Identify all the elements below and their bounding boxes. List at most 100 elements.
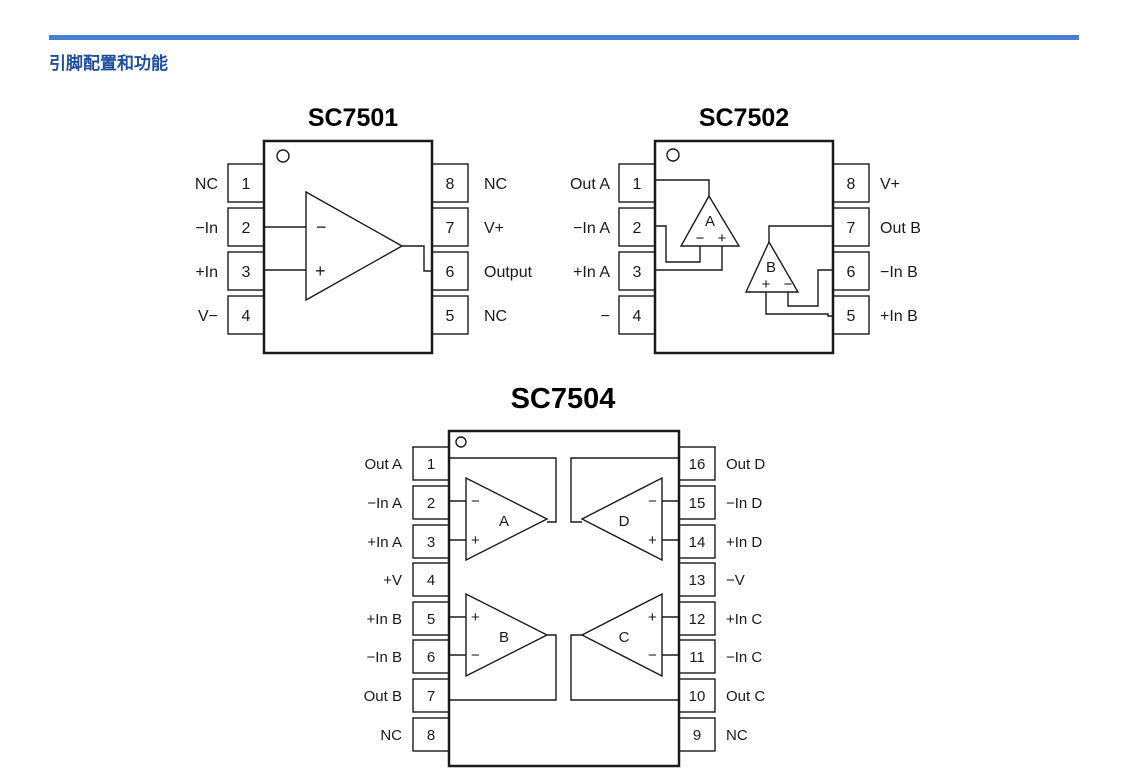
sc7504-wire-out-c — [570, 634, 679, 701]
sc7501-pin-label-5: NC — [484, 308, 507, 325]
sc7501-pin-box-4 — [227, 295, 265, 335]
sc7504-wire-out-b — [449, 634, 557, 701]
sc7504-pin-label-15: −In D — [726, 495, 762, 512]
sc7504-pin-box-7 — [412, 678, 450, 713]
sc7504-amp-b-name: B — [499, 629, 509, 646]
sc7504-amp-b-minus: − — [471, 647, 480, 664]
sc7501-pin-box-3 — [227, 251, 265, 291]
sc7501-pin-num-1: 1 — [242, 176, 251, 193]
diagram-lines — [227, 139, 870, 768]
sc7501-wire-output — [402, 245, 432, 272]
sc7501-pin-num-2: 2 — [242, 220, 251, 237]
sc7502-pin-label-7: Out B — [880, 220, 921, 237]
sc7504-pin-box-5 — [412, 601, 450, 636]
sc7504-amplifier-d — [580, 476, 663, 562]
sc7501-pin-label-7: V+ — [484, 220, 504, 237]
sc7502-pin-box-7 — [832, 207, 870, 247]
sc7502-pin-box-8 — [832, 163, 870, 203]
sc7504-pin-box-1 — [412, 446, 450, 481]
sc7502-wire-out-b — [768, 225, 833, 242]
sc7504-amp-c-plus: + — [648, 609, 657, 626]
sc7502-amplifier-a — [679, 194, 741, 247]
sc7504-pin-num-14: 14 — [689, 534, 706, 551]
sc7502-pin-num-4: 4 — [633, 308, 642, 325]
sc7504-pin1-dot — [455, 436, 467, 448]
sc7502-amp-a-plus: + — [718, 230, 727, 247]
sc7502-amp-a-name: A — [705, 213, 715, 230]
sc7501-amp-minus: − — [316, 217, 327, 237]
sc7501-pin-num-8: 8 — [446, 176, 455, 193]
sc7504-pin-box-4 — [412, 562, 450, 597]
sc7502-title: SC7502 — [699, 104, 789, 132]
sc7502-pin-box-5 — [832, 295, 870, 335]
sc7501-pin-num-4: 4 — [242, 308, 251, 325]
sc7502-pin-num-1: 1 — [633, 176, 642, 193]
sc7501-pin-box-7 — [431, 207, 469, 247]
sc7504-pin-label-5: +In B — [367, 611, 402, 628]
sc7504-pin-num-3: 3 — [427, 534, 435, 551]
sc7504-pin-label-1: Out A — [364, 456, 402, 473]
sc7504-pin-num-2: 2 — [427, 495, 435, 512]
sc7504-pin-num-6: 6 — [427, 649, 435, 666]
sc7502-pin-num-5: 5 — [847, 308, 856, 325]
sc7504-pin-box-3 — [412, 524, 450, 559]
sc7501-pin-label-6: Output — [484, 264, 533, 281]
sc7502-pin-num-6: 6 — [847, 264, 856, 281]
sc7501-amp-plus: + — [315, 261, 326, 281]
sc7502-wire-in-plus-b — [765, 292, 833, 317]
sc7504-amp-d-name: D — [619, 513, 630, 530]
sc7502-pin-num-2: 2 — [633, 220, 642, 237]
sc7501-pin1-dot — [276, 149, 290, 163]
sc7502-amp-a-minus: − — [696, 230, 705, 247]
sc7501-pin-label-2: −In — [195, 220, 218, 237]
sc7502-wire-in-plus-a — [655, 246, 723, 271]
sc7504-pin-label-12: +In C — [726, 611, 762, 628]
sc7504-amplifier-b — [465, 592, 549, 678]
sc7504-pin-num-9: 9 — [693, 727, 701, 744]
sc7502-pin-num-3: 3 — [633, 264, 642, 281]
sc7504-amplifier-c — [580, 592, 663, 678]
sc7504-amp-d-plus: + — [648, 532, 657, 549]
sc7504-pin-num-10: 10 — [689, 688, 706, 705]
sc7501-pin-box-1 — [227, 163, 265, 203]
sc7504-pin-box-2 — [412, 485, 450, 520]
sc7504-pin-box-16 — [678, 446, 716, 481]
sc7504-pin-box-15 — [678, 485, 716, 520]
sc7504-pin-box-12 — [678, 601, 716, 636]
header-rule — [49, 35, 1079, 40]
sc7502-wire-out-a — [655, 179, 710, 196]
sc7504-pin-num-7: 7 — [427, 688, 435, 705]
sc7504-amp-b-plus: + — [471, 609, 480, 626]
sc7502-pin-box-6 — [832, 251, 870, 291]
sc7502-amp-b-name: B — [766, 259, 776, 276]
sc7504-pin-box-11 — [678, 639, 716, 674]
sc7504-pin-box-9 — [678, 717, 716, 752]
sc7504-pin-box-14 — [678, 524, 716, 559]
sc7504-pin-num-12: 12 — [689, 611, 706, 628]
sc7501-amplifier — [305, 190, 404, 302]
sc7504-pin-label-9: NC — [726, 727, 748, 744]
sc7502-pin-box-1 — [618, 163, 656, 203]
sc7501-pin-num-5: 5 — [446, 308, 455, 325]
section-title: 引脚配置和功能 — [49, 54, 168, 74]
sc7502-package — [653, 139, 835, 355]
sc7504-package — [447, 429, 681, 768]
sc7504-amp-a-plus: + — [471, 532, 480, 549]
sc7504-pin-label-8: NC — [380, 727, 402, 744]
sc7504-pin-label-4: +V — [383, 572, 402, 589]
sc7504-pin-num-16: 16 — [689, 456, 706, 473]
sc7504-pin-label-2: −In A — [367, 495, 402, 512]
sc7504-wire-out-a — [449, 457, 557, 523]
sc7504-amp-c-name: C — [619, 629, 630, 646]
sc7504-amp-d-minus: − — [648, 493, 657, 510]
sc7502-wire-in-minus-a — [655, 225, 701, 263]
sc7501-pin-label-1: NC — [195, 176, 218, 193]
sc7502-pin-box-4 — [618, 295, 656, 335]
sc7504-amp-a-minus: − — [471, 493, 480, 510]
sc7501-pin-box-5 — [431, 295, 469, 335]
sc7504-pin-label-6: −In B — [367, 649, 402, 666]
sc7504-pin-label-16: Out D — [726, 456, 765, 473]
sc7502-pin-label-6: −In B — [880, 264, 918, 281]
sc7502-pin-box-3 — [618, 251, 656, 291]
